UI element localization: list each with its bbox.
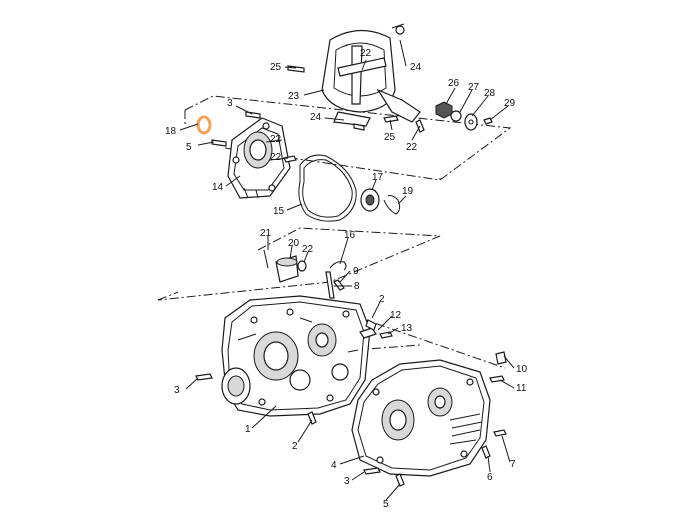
callout-22e: 22 — [302, 244, 314, 255]
callout-22b: 22 — [406, 142, 418, 153]
callout-22: 22 — [360, 48, 372, 59]
callout-18: 18 — [165, 126, 177, 137]
circlip-part-19 — [383, 195, 401, 215]
callout-27: 27 — [468, 82, 480, 93]
bearing-part-17 — [360, 188, 380, 212]
callout-labels: 25 22 24 23 26 27 28 29 24 25 22 3 18 5 … — [165, 48, 528, 510]
callout-5b: 5 — [383, 499, 389, 510]
highlight-ring — [196, 115, 212, 135]
assembly-frames — [157, 95, 512, 369]
callout-24: 24 — [410, 62, 422, 73]
callout-8: 8 — [354, 281, 360, 292]
callout-3a: 3 — [227, 98, 233, 109]
callout-23: 23 — [288, 91, 300, 102]
callout-16: 16 — [344, 230, 356, 241]
callout-12: 12 — [390, 310, 402, 321]
callout-4: 4 — [331, 460, 337, 471]
callout-22c: 22 — [270, 134, 282, 145]
callout-22d: 22 — [270, 152, 282, 163]
callout-17: 17 — [372, 172, 384, 183]
leader-lines — [179, 39, 515, 501]
middle-small-parts — [263, 249, 347, 299]
crankcase-right-part-4 — [351, 351, 507, 477]
callout-11: 11 — [516, 383, 527, 394]
callout-29: 29 — [504, 98, 516, 109]
callout-14: 14 — [212, 182, 224, 193]
callout-3c: 3 — [344, 476, 350, 487]
callout-24b: 24 — [310, 112, 322, 123]
callout-20: 20 — [288, 238, 300, 249]
callout-3b: 3 — [174, 385, 180, 396]
cover-frame-part-23 — [321, 23, 421, 127]
side-cover-part-14 — [227, 117, 291, 199]
callout-2a: 2 — [379, 294, 385, 305]
callout-25: 25 — [270, 62, 282, 73]
callout-5a: 5 — [186, 142, 192, 153]
seal-part-18 — [196, 115, 212, 135]
callout-2b: 2 — [292, 441, 298, 452]
callout-10: 10 — [516, 364, 528, 375]
callout-19: 19 — [402, 186, 414, 197]
callout-21: 21 — [260, 228, 272, 239]
callout-28: 28 — [484, 88, 496, 99]
callout-9: 9 — [353, 266, 359, 277]
callout-25b: 25 — [384, 132, 396, 143]
callout-7: 7 — [510, 459, 516, 470]
callout-26: 26 — [448, 78, 460, 89]
callout-13: 13 — [401, 323, 413, 334]
callout-6: 6 — [487, 472, 493, 483]
callout-1: 1 — [245, 424, 251, 435]
crankcase-left-part-1 — [221, 295, 377, 417]
hardware-26-29 — [435, 101, 493, 131]
callout-15: 15 — [273, 206, 285, 217]
gasket-part-15 — [298, 154, 357, 222]
